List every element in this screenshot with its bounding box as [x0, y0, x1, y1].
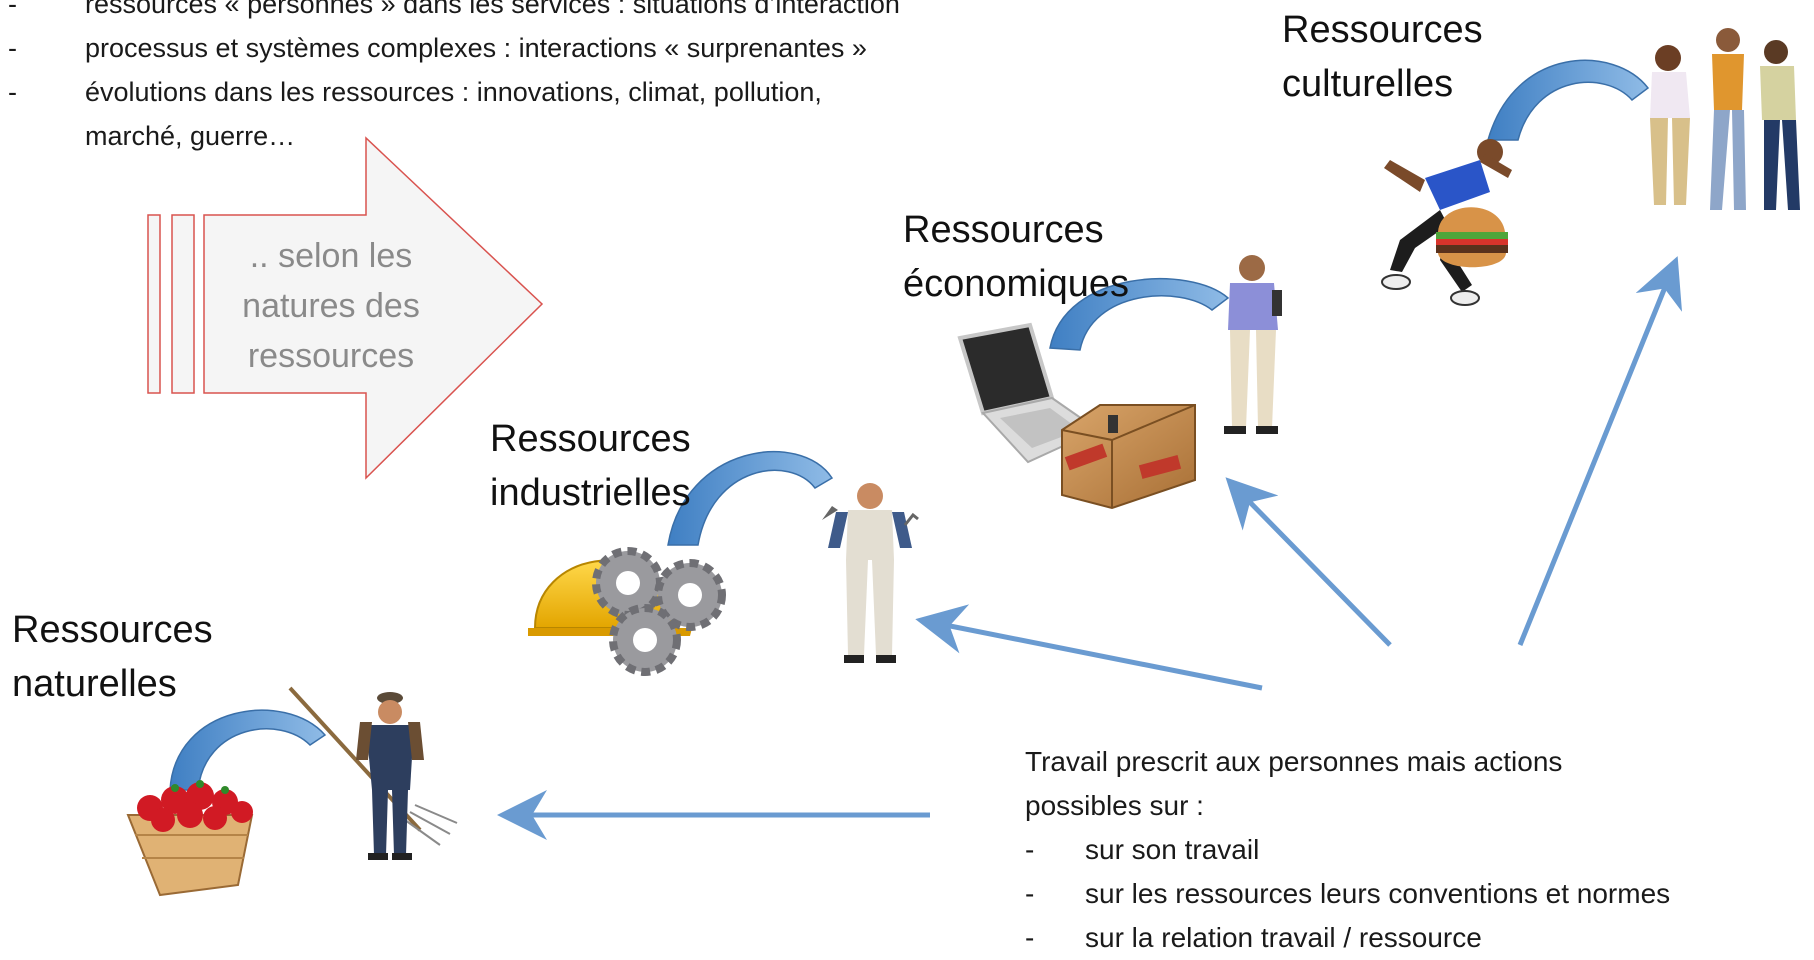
big-process-arrow [147, 136, 544, 480]
bullet-item: - processus et systèmes complexes : inter… [0, 26, 900, 70]
curve-industrielles [667, 450, 834, 546]
arrow-to-culturelles [1517, 256, 1683, 646]
flow-arrows [497, 256, 1683, 840]
bullet-dash: - [8, 33, 17, 63]
bullet-list: - ressources « personnes » dans les servi… [0, 0, 900, 158]
bullet-text: processus et systèmes complexes : intera… [85, 33, 867, 63]
bullet-dash: - [1025, 878, 1035, 909]
gears-icon [592, 547, 726, 676]
label-line: Ressources [490, 418, 691, 460]
label-line: Ressources [903, 209, 1104, 251]
bullet-text: évolutions dans les ressources : innovat… [85, 77, 822, 107]
prescribed-work-text: Travail prescrit aux personnes mais acti… [1025, 740, 1670, 960]
businessman-icon [1224, 255, 1282, 434]
action-item: - sur la relation travail / ressource [1025, 916, 1670, 960]
bullet-dash: - [8, 77, 17, 107]
laptop-icon [957, 322, 1101, 464]
fragile-box-icon [1061, 404, 1196, 510]
big-arrow-label: .. selon les natures des ressources [221, 231, 441, 381]
action-text: sur son travail [1085, 834, 1260, 865]
curve-economiques [1049, 278, 1230, 351]
bullet-item: - ressources « personnes » dans les servi… [0, 0, 900, 26]
label-ressources-economiques: Ressources économiques [903, 203, 1129, 311]
bullet-dash: - [8, 0, 17, 19]
label-ressources-industrielles: Ressources industrielles [490, 412, 691, 520]
action-item: - sur son travail [1025, 828, 1670, 872]
intro-line: Travail prescrit aux personnes mais acti… [1025, 746, 1563, 777]
bullet-item: - évolutions dans les ressources : innova… [0, 70, 900, 114]
label-ressources-culturelles: Ressources culturelles [1282, 3, 1483, 111]
action-item: - sur les ressources leurs conventions et… [1025, 872, 1670, 916]
label-line: culturelles [1282, 63, 1454, 105]
curve-culturelles [1487, 59, 1650, 141]
label-line: naturelles [12, 663, 177, 705]
label-line: industrielles [490, 472, 691, 514]
label-line: Ressources [1282, 9, 1483, 51]
farmer-icon [288, 686, 458, 860]
big-arrow-line: .. selon les [249, 237, 413, 275]
bullet-continuation: marché, guerre… [85, 121, 296, 151]
curve-naturelles [169, 709, 327, 791]
burger-icon [1436, 207, 1508, 268]
dancers-icon [1650, 28, 1800, 210]
intro-line: possibles sur : [1025, 790, 1204, 821]
worker-icon [822, 483, 919, 663]
bullet-dash: - [1025, 922, 1035, 953]
action-text: sur les ressources leurs conventions et … [1085, 878, 1671, 909]
big-arrow-line: natures des [242, 287, 420, 325]
bullet-dash: - [1025, 834, 1035, 865]
big-arrow-line: ressources [247, 337, 415, 375]
label-line: Ressources [12, 609, 213, 651]
label-ressources-naturelles: Ressources naturelles [12, 603, 213, 711]
arrow-to-industrielles [915, 604, 1263, 691]
arrow-to-economiques [1225, 477, 1392, 647]
label-line: économiques [903, 263, 1130, 305]
action-text: sur la relation travail / ressource [1085, 922, 1482, 953]
strawberry-basket-icon [126, 780, 254, 897]
runner-icon [1381, 139, 1512, 306]
interaction-curves [169, 59, 1650, 791]
bullet-text: ressources « personnes » dans les servic… [85, 0, 900, 19]
